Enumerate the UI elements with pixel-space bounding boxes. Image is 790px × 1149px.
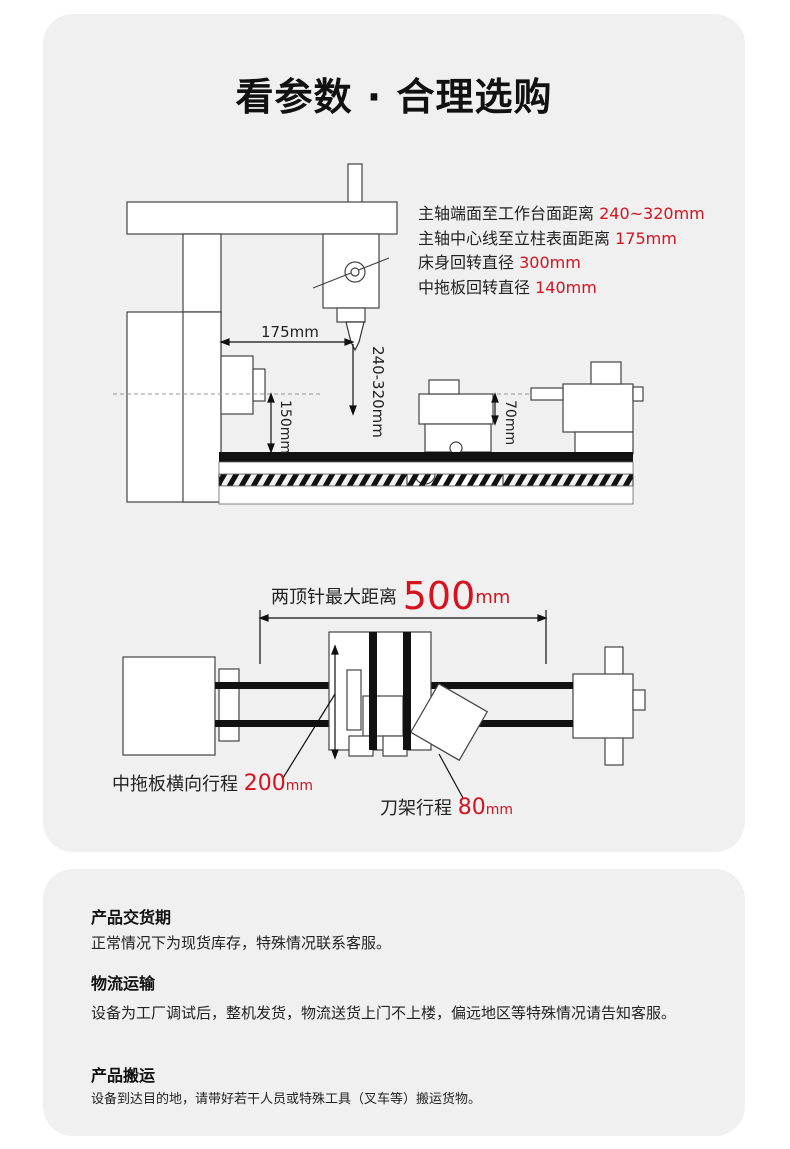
- spec-item: 主轴中心线至立柱表面距离 175mm: [418, 228, 677, 248]
- section-text: 设备到达目的地，请带好若干人员或特殊工具（叉车等）搬运货物。: [91, 1092, 482, 1107]
- section-heading: 产品交货期: [91, 908, 172, 927]
- centers-distance-value: 500: [402, 574, 476, 618]
- dim-spindle-label: 240-320mm: [369, 346, 387, 438]
- spec-card: 看参数 · 合理选购: [43, 14, 745, 852]
- spec-list: 主轴端面至工作台面距离 240~320mm 主轴中心线至立柱表面距离 175mm…: [418, 202, 705, 300]
- handling-section: 产品搬运 设备到达目的地，请带好若干人员或特殊工具（叉车等）搬运货物。: [91, 1062, 701, 1110]
- tool-travel-label: 刀架行程 80mm: [380, 795, 514, 820]
- dim-carriage-label: 70mm: [502, 400, 518, 446]
- info-card: 产品交货期 正常情况下为现货库存，特殊情况联系客服。 物流运输 设备为工厂调试后…: [43, 869, 745, 1136]
- cross-travel-label: 中拖板横向行程 200mm: [112, 771, 314, 796]
- delivery-section: 产品交货期 正常情况下为现货库存，特殊情况联系客服。: [91, 904, 701, 954]
- section-heading: 产品搬运: [91, 1066, 156, 1085]
- spec-item: 中拖板回转直径 140mm: [418, 277, 597, 297]
- top-view-diagram: [122, 610, 646, 799]
- spec-item: 床身回转直径 300mm: [418, 253, 581, 272]
- spec-item: 主轴端面至工作台面距离 240~320mm: [418, 204, 705, 223]
- side-view-diagram: [113, 163, 646, 799]
- section-text: 设备为工厂调试后，整机发货，物流送货上门不上楼，偏远地区等特殊情况请告知客服。: [91, 1004, 677, 1022]
- dim-bed-label: 150mm: [277, 400, 293, 454]
- page-title: 看参数 · 合理选购: [235, 75, 553, 119]
- section-heading: 物流运输: [91, 974, 156, 993]
- dim-horizontal-label: 175mm: [261, 323, 319, 341]
- section-text: 正常情况下为现货库存，特殊情况联系客服。: [91, 934, 392, 952]
- logistics-section: 物流运输 设备为工厂调试后，整机发货，物流送货上门不上楼，偏远地区等特殊情况请告…: [91, 970, 701, 1024]
- centers-distance-label: 两顶针最大距离 500mm: [271, 574, 511, 618]
